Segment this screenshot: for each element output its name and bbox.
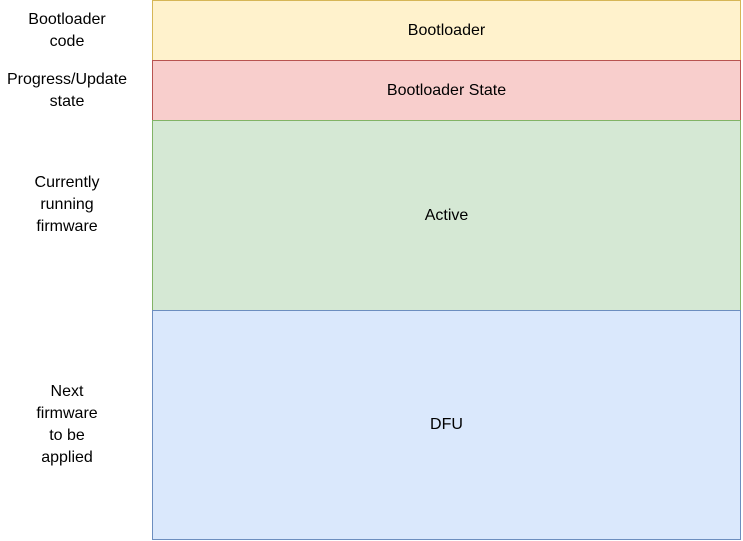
label-bootloader-code: Bootloader code — [28, 11, 106, 50]
block-bootloader-text: Bootloader — [407, 21, 486, 39]
block-bootloader: Bootloader — [152, 0, 741, 61]
block-bootloader-state: Bootloader State — [152, 60, 741, 121]
block-bootloader-state-text: Bootloader State — [386, 81, 507, 99]
block-active: Active — [152, 120, 741, 311]
block-active-text: Active — [424, 206, 469, 224]
block-dfu-text: DFU — [430, 416, 463, 433]
block-dfu: DFU — [152, 310, 741, 540]
label-next-firmware: Next firmware to be applied — [36, 383, 98, 466]
label-progress-update-state: Progress/Update state — [6, 71, 128, 110]
label-currently-running-firmware: Currently running firmware — [34, 174, 100, 235]
